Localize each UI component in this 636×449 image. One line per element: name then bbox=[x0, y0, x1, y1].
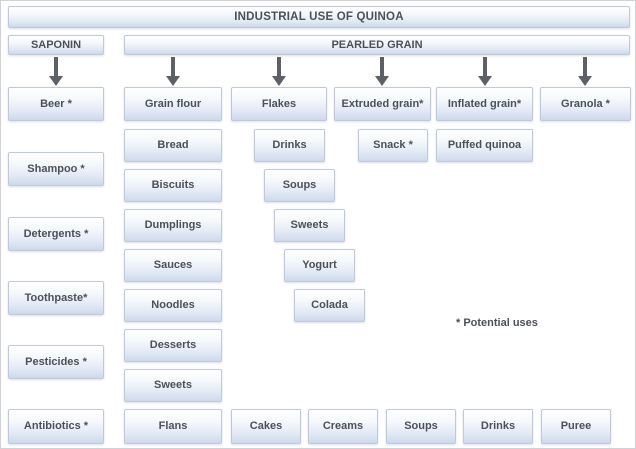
node-flakes: Flakes bbox=[231, 87, 327, 121]
node-inflated-grain: Inflated grain* bbox=[436, 87, 533, 121]
node-beer: Beer * bbox=[8, 87, 104, 121]
header-saponin: SAPONIN bbox=[8, 35, 104, 55]
arrow-head bbox=[272, 76, 286, 86]
node-colada: Colada bbox=[294, 289, 365, 322]
node-flans: Flans bbox=[124, 409, 222, 444]
arrow-stem bbox=[483, 57, 487, 77]
node-noodles: Noodles bbox=[124, 289, 222, 322]
down-arrow bbox=[375, 57, 389, 87]
arrow-head bbox=[478, 76, 492, 86]
node-granola: Granola * bbox=[540, 87, 631, 121]
diagram-title: INDUSTRIAL USE OF QUINOA bbox=[8, 6, 630, 28]
arrow-stem bbox=[380, 57, 384, 77]
node-puffed-quinoa: Puffed quinoa bbox=[436, 129, 533, 162]
node-sauces: Sauces bbox=[124, 249, 222, 282]
arrow-stem bbox=[277, 57, 281, 77]
node-dumplings: Dumplings bbox=[124, 209, 222, 242]
node-yogurt: Yogurt bbox=[284, 249, 355, 282]
node-detergents: Detergents * bbox=[8, 217, 104, 251]
arrow-stem bbox=[583, 57, 587, 77]
node-cakes: Cakes bbox=[231, 409, 301, 444]
node-biscuits: Biscuits bbox=[124, 169, 222, 202]
arrow-head bbox=[49, 76, 63, 86]
node-soups-bottom: Soups bbox=[386, 409, 456, 444]
node-antibiotics: Antibiotics * bbox=[8, 409, 104, 444]
node-toothpaste: Toothpaste* bbox=[8, 281, 104, 315]
node-sweets-flakes: Sweets bbox=[274, 209, 345, 242]
node-extruded-grain: Extruded grain* bbox=[334, 87, 431, 121]
arrow-head bbox=[578, 76, 592, 86]
down-arrow bbox=[578, 57, 592, 87]
arrow-head bbox=[375, 76, 389, 86]
down-arrow bbox=[49, 57, 63, 87]
down-arrow bbox=[166, 57, 180, 87]
node-sweets-flour: Sweets bbox=[124, 369, 222, 402]
node-creams: Creams bbox=[308, 409, 378, 444]
node-desserts: Desserts bbox=[124, 329, 222, 362]
node-grain-flour: Grain flour bbox=[124, 87, 222, 121]
header-pearled-grain: PEARLED GRAIN bbox=[124, 35, 630, 55]
node-drinks-bottom: Drinks bbox=[463, 409, 533, 444]
arrow-stem bbox=[171, 57, 175, 77]
node-bread: Bread bbox=[124, 129, 222, 162]
potential-uses-note: * Potential uses bbox=[456, 317, 538, 329]
arrow-stem bbox=[54, 57, 58, 77]
node-soups-flakes: Soups bbox=[264, 169, 335, 202]
node-pesticides: Pesticides * bbox=[8, 345, 104, 379]
node-drinks-flakes: Drinks bbox=[254, 129, 325, 162]
down-arrow bbox=[272, 57, 286, 87]
node-snack: Snack * bbox=[358, 129, 428, 162]
node-shampoo: Shampoo * bbox=[8, 152, 104, 186]
node-puree: Puree bbox=[541, 409, 611, 444]
down-arrow bbox=[478, 57, 492, 87]
arrow-head bbox=[166, 76, 180, 86]
